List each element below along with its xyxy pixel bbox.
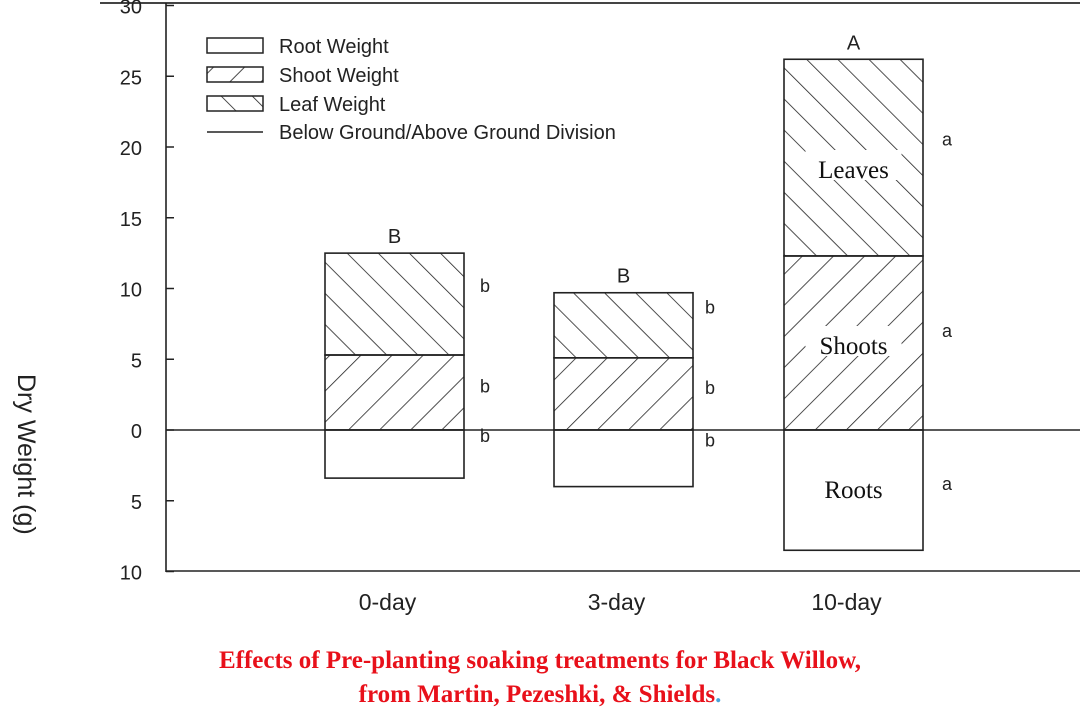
- bar-root-0-day: [324, 429, 465, 479]
- bar-leaf-3-day: [553, 291, 694, 359]
- y-tick-label: 5: [131, 350, 142, 372]
- y-axis-label: Dry Weight (g): [12, 374, 40, 535]
- segment-annotation: Leaves: [818, 157, 889, 184]
- group-letter: B: [617, 266, 630, 288]
- legend-label-root: Root Weight: [279, 36, 389, 58]
- y-tick-label: 5: [131, 492, 142, 514]
- segment-annotation: Shoots: [819, 333, 887, 360]
- x-category-label: 10-day: [811, 589, 882, 615]
- group-letter: B: [388, 226, 401, 248]
- legend-swatch-root: [206, 37, 264, 54]
- significance-letter: b: [705, 378, 715, 398]
- x-category-label: 0-day: [359, 589, 417, 615]
- y-tick-label: 20: [120, 138, 142, 160]
- caption-end-mark: .: [715, 681, 722, 708]
- significance-letter: a: [942, 474, 953, 494]
- annotation-backing: [805, 150, 902, 180]
- significance-letter: a: [942, 130, 953, 150]
- x-category-label: 3-day: [588, 589, 646, 615]
- y-tick-label: 10: [120, 563, 142, 585]
- legend-swatch-shoot: [206, 66, 264, 83]
- bar-shoot-0-day: [324, 354, 465, 431]
- legend-label-leaf: Leaf Weight: [279, 94, 386, 116]
- significance-letter: b: [705, 297, 715, 317]
- annotation-backing: [805, 326, 902, 356]
- significance-letter: b: [705, 430, 715, 450]
- bar-shoot-3-day: [553, 357, 694, 431]
- bar-root-10-day: [783, 429, 924, 552]
- segment-annotation: Roots: [824, 477, 882, 504]
- caption-line-1: Effects of Pre-planting soaking treatmen…: [218, 647, 862, 674]
- legend-swatch-leaf: [206, 95, 264, 112]
- group-letter: A: [847, 32, 861, 54]
- bar-leaf-0-day: [324, 252, 465, 356]
- y-tick-label: 15: [120, 209, 142, 231]
- y-tick-label: 10: [120, 280, 142, 302]
- significance-letter: b: [480, 377, 490, 397]
- legend-label-shoot: Shoot Weight: [279, 65, 399, 87]
- bar-root-3-day: [553, 429, 694, 488]
- legend-label-division: Below Ground/Above Ground Division: [279, 122, 616, 144]
- legend: Root Weight Shoot Weight Leaf Weight Bel…: [206, 36, 616, 144]
- figure-caption: Effects of Pre-planting soaking treatmen…: [0, 644, 1080, 712]
- y-axis-ticks: 10 5 0 5 10 15 20 25 30: [120, 0, 174, 585]
- caption-line-2: from Martin, Pezeshki, & Shields.: [0, 678, 1080, 712]
- significance-letter: b: [480, 426, 490, 446]
- labels-layer: Bb b b 0-day Bb b b 3-day Aa a a 10-day LeavesShoots…: [359, 32, 953, 615]
- y-tick-label: 25: [120, 67, 142, 89]
- y-tick-label: 30: [120, 0, 142, 19]
- caption-line-2-text: from Martin, Pezeshki, & Shields: [358, 681, 716, 708]
- significance-letter: a: [942, 321, 953, 341]
- significance-letter: b: [480, 276, 490, 296]
- y-tick-label: 0: [131, 421, 142, 443]
